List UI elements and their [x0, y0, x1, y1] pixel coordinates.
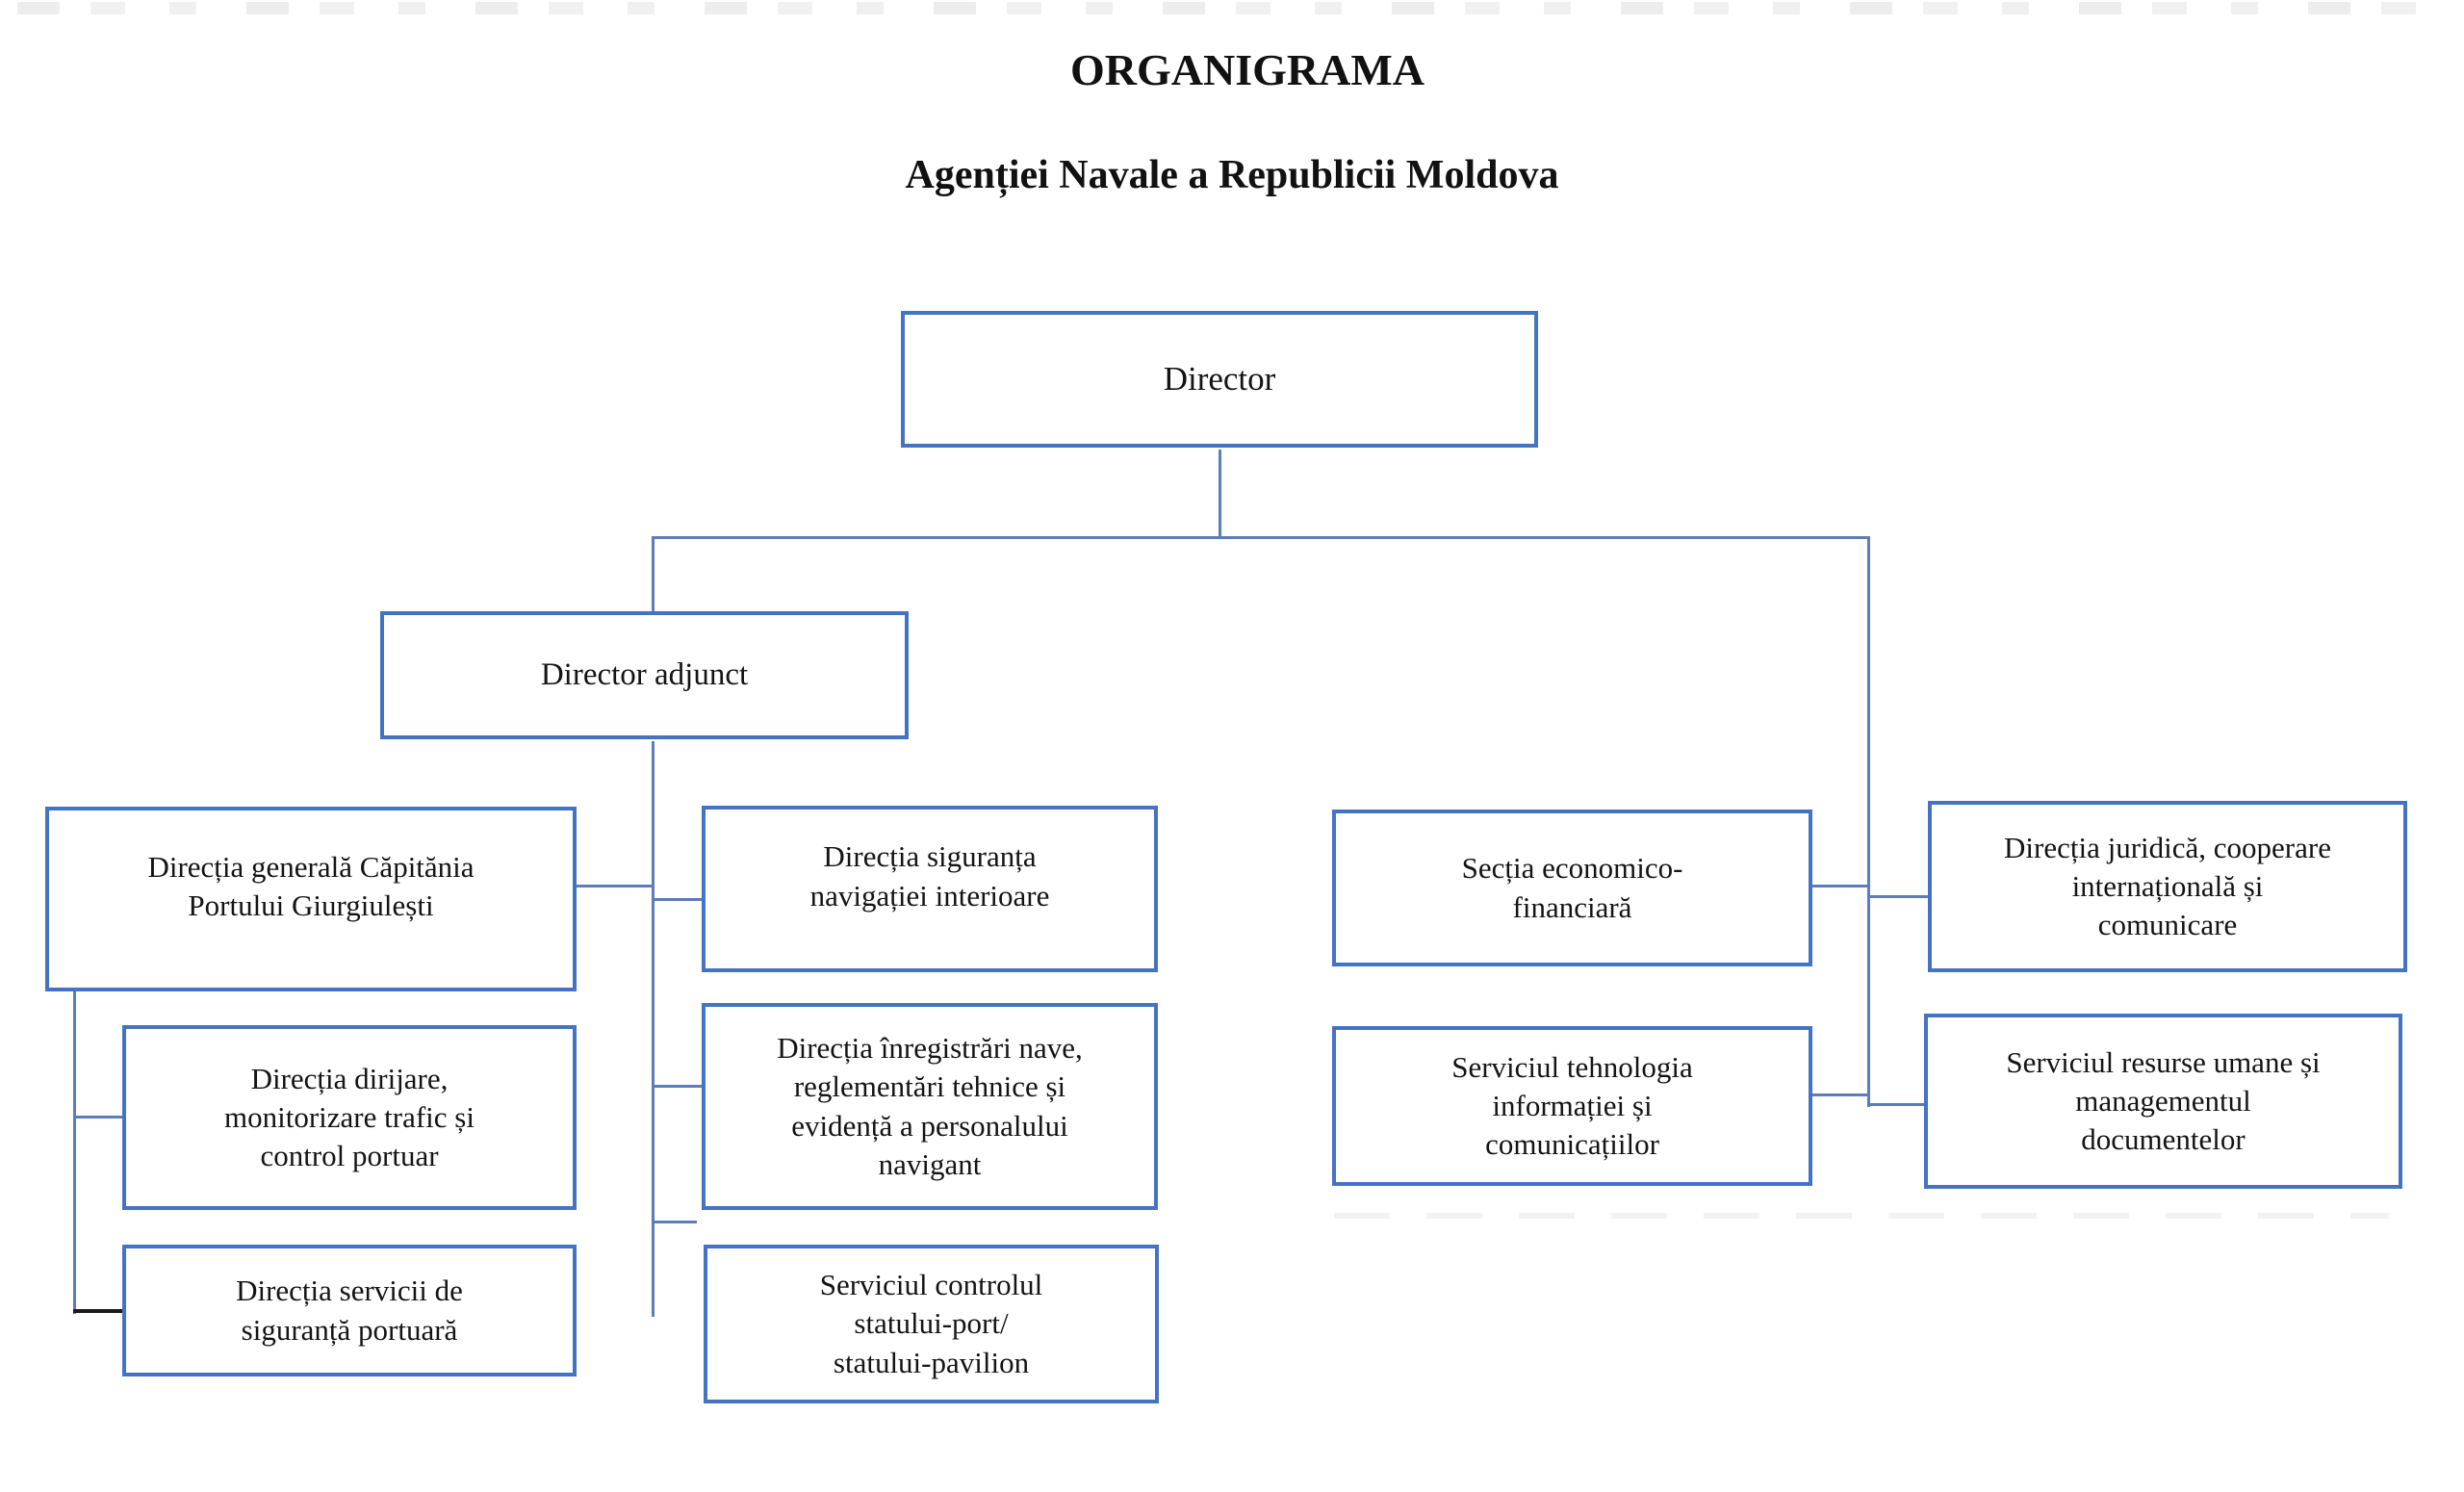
org-box-tehnologia-label: Serviciul tehnologia informației și comu… [1451, 1049, 1693, 1162]
org-box-dirijare-label: Direcția dirijare, monitorizare trafic ș… [224, 1061, 475, 1173]
org-box-director-adjunct: Director adjunct [380, 611, 909, 739]
org-box-juridica: Direcția juridică, cooperare internațion… [1928, 801, 2407, 972]
connector-right-spine [1867, 536, 1870, 1107]
page-edge-artifact-bottom [1334, 1213, 2389, 1219]
connector-stub-controlul [653, 1221, 697, 1223]
org-box-controlul-label: Serviciul controlul statului-port/ statu… [819, 1268, 1043, 1379]
org-box-servicii: Direcția servicii de siguranță portuară [122, 1245, 577, 1376]
org-box-resurse-label: Serviciul resurse umane și managementul … [2006, 1044, 2321, 1157]
connector-stub-sectia [1811, 885, 1869, 887]
connector-sub-spine-generala [73, 990, 76, 1314]
org-box-director-adjunct-label: Director adjunct [540, 657, 749, 693]
org-box-siguranta-label: Direcția siguranța navigației interioare [809, 839, 1050, 913]
org-box-inregistrari-label: Direcția înregistrări nave, reglementări… [777, 1030, 1083, 1181]
page-subtitle: Agenției Navale a Republicii Moldova [905, 153, 1559, 197]
connector-stub-siguranta [653, 898, 704, 901]
org-box-dirijare: Direcția dirijare, monitorizare trafic ș… [122, 1025, 577, 1210]
org-box-inregistrari: Direcția înregistrări nave, reglementări… [702, 1003, 1158, 1210]
connector-stub-servicii-black [73, 1309, 125, 1313]
org-box-resurse: Serviciul resurse umane și managementul … [1924, 1014, 2402, 1189]
org-box-director: Director [901, 311, 1538, 448]
connector-stub-juridica [1867, 895, 1931, 898]
org-box-director-label: Director [1163, 360, 1276, 399]
connector-stub-tehnologia [1811, 1093, 1869, 1096]
connector-stub-generala [575, 885, 654, 887]
page-title: ORGANIGRAMA [1070, 45, 1424, 94]
org-box-servicii-label: Direcția servicii de siguranță portuară [236, 1273, 463, 1347]
org-box-generala: Direcția generală Căpitănia Portului Giu… [45, 807, 577, 991]
org-box-tehnologia: Serviciul tehnologia informației și comu… [1332, 1026, 1812, 1186]
page-edge-artifact-top [17, 2, 2447, 14]
connector-stub-dirijare [73, 1116, 125, 1119]
org-box-generala-label: Direcția generală Căpitănia Portului Giu… [147, 849, 475, 922]
connector-left-spine-upper [652, 536, 654, 615]
connector-main-horizontal [652, 536, 1870, 539]
org-box-siguranta: Direcția siguranța navigației interioare [702, 806, 1158, 972]
org-box-juridica-label: Direcția juridică, cooperare internațion… [2004, 830, 2331, 942]
org-box-controlul: Serviciul controlul statului-port/ statu… [704, 1245, 1159, 1403]
connector-left-spine-lower [652, 741, 654, 1317]
org-box-sectia-label: Secția economico- financiară [1461, 851, 1683, 924]
connector-stub-resurse [1867, 1103, 1927, 1106]
connector-director-down [1219, 450, 1221, 539]
connector-stub-inregistrari [653, 1085, 704, 1088]
org-box-sectia: Secția economico- financiară [1332, 810, 1812, 966]
